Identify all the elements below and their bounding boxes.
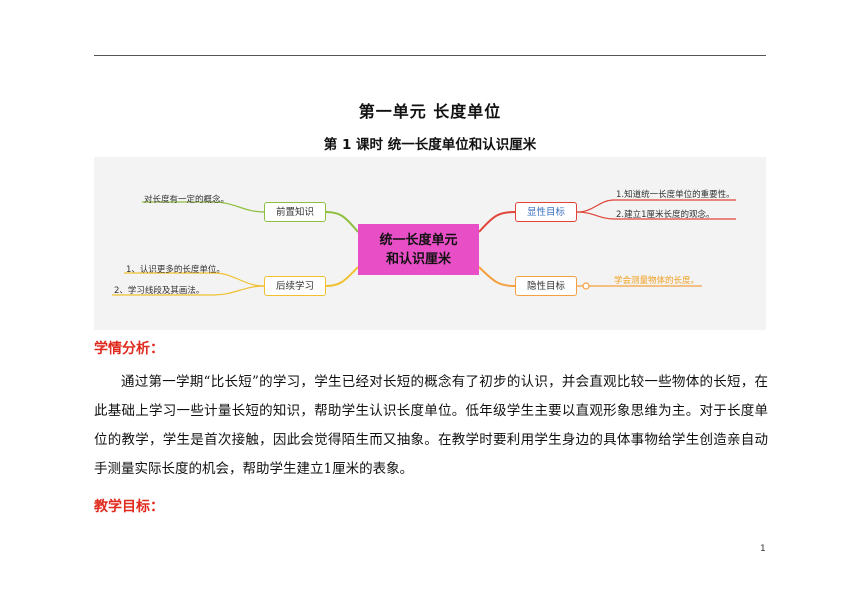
connector-followup (325, 266, 359, 287)
connector-followup-leaf2 (112, 285, 265, 296)
connector-explicit (478, 211, 516, 233)
analysis-paragraph: 通过第一学期“比长短”的学习，学生已经对长短的概念有了初步的认识，并会直观比较一… (94, 374, 768, 477)
unit-title: 第一单元 长度单位 (358, 102, 502, 121)
implicit-junction-dot (582, 282, 590, 290)
connector-followup-leaf1 (124, 272, 265, 287)
mindmap: 统一长度单元 和认识厘米 前置知识 对长度有一定的概念。 后续学习 1、认识更多… (94, 157, 766, 330)
connector-prior-leaf (142, 201, 265, 213)
lesson-title: 第 1 课时 统一长度单位和认识厘米 (323, 137, 537, 153)
central-line-1: 统一长度单元 (379, 232, 458, 248)
leaf-prior-1: 对长度有一定的概念。 (144, 195, 230, 205)
branch-explicit-goals: 显性目标 (515, 202, 577, 222)
analysis-heading: 学情分析： (94, 341, 164, 357)
header-rule (94, 55, 766, 56)
leaf-explicit-2: 2.建立1厘米长度的观念。 (616, 210, 715, 220)
connector-explicit-leaf1 (576, 199, 736, 213)
goals-heading: 教学目标： (94, 499, 164, 515)
connector-prior (325, 211, 359, 233)
page-number: 1 (760, 544, 766, 554)
leaf-implicit-1: 学会测量物体的长度。 (614, 276, 700, 286)
mindmap-connectors (112, 199, 736, 296)
leaf-followup-1: 1、认识更多的长度单位。 (126, 265, 225, 275)
branch-implicit-goals: 隐性目标 (515, 276, 577, 296)
connector-explicit-leaf2 (576, 211, 736, 220)
mindmap-central-node: 统一长度单元 和认识厘米 (358, 224, 479, 275)
central-line-2: 和认识厘米 (385, 251, 451, 267)
branch-prior-knowledge: 前置知识 (264, 202, 326, 222)
leaf-followup-2: 2、学习线段及其画法。 (114, 286, 205, 296)
branch-followup: 后续学习 (264, 276, 326, 296)
connector-implicit (478, 266, 516, 287)
leaf-explicit-1: 1.知道统一长度单位的重要性。 (616, 190, 735, 200)
